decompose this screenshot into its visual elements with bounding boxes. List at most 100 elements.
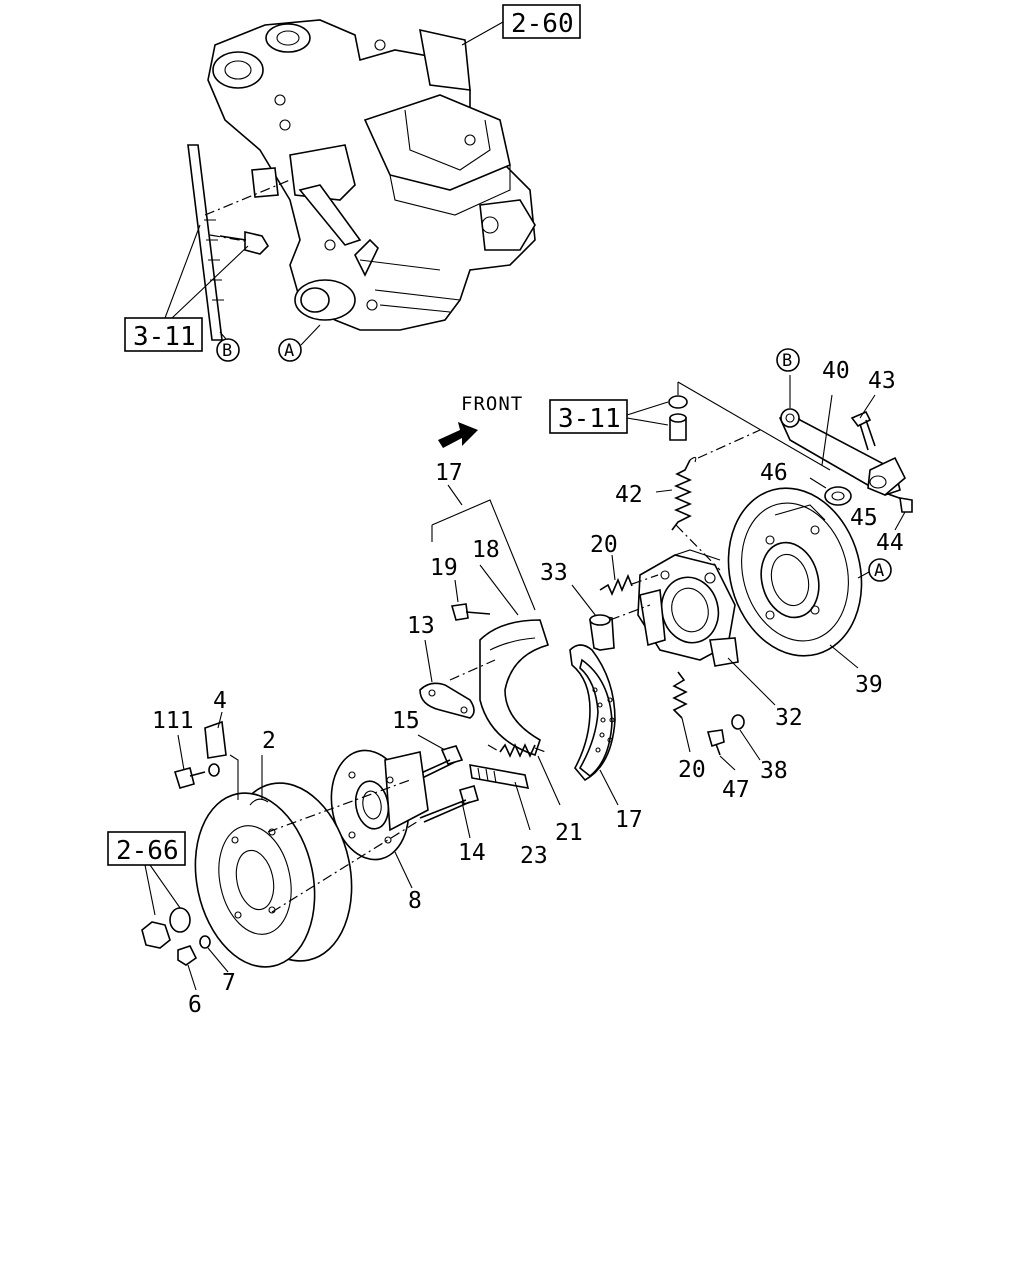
front-label: FRONT <box>461 393 523 415</box>
nut-6 <box>177 945 198 966</box>
circle-a-top: A <box>278 338 302 362</box>
leader-44 <box>894 511 906 531</box>
leader-dashed <box>267 779 421 913</box>
leader-20-bottom <box>681 717 691 753</box>
label-17-top: 17 <box>435 460 463 486</box>
brake-drum-2 <box>194 782 353 968</box>
circle-a-right: A <box>868 558 892 582</box>
leader-32 <box>727 657 776 706</box>
label-17-bottom: 17 <box>615 807 643 833</box>
label-40: 40 <box>822 358 850 384</box>
lever-bolt-43 <box>850 410 876 451</box>
bolt-111 <box>173 763 220 789</box>
washer-38 <box>731 714 745 730</box>
brake-shoe-17 <box>569 644 616 782</box>
leader-20-top <box>611 554 616 581</box>
pin-44 <box>899 497 913 513</box>
label-7: 7 <box>222 970 236 996</box>
label-43: 43 <box>868 368 896 394</box>
label-15: 15 <box>392 708 420 734</box>
cable-line <box>677 381 831 471</box>
wheel-hub-8 <box>330 749 429 861</box>
leader-2-60 <box>461 21 504 46</box>
pin-33 <box>589 604 651 651</box>
svg-text:2-66: 2-66 <box>116 836 179 866</box>
leader-21 <box>537 755 561 806</box>
label-6: 6 <box>188 992 202 1018</box>
backing-plate-39 <box>727 487 863 657</box>
front-arrow-icon <box>438 422 478 448</box>
leader-43 <box>859 394 876 419</box>
label-44: 44 <box>876 530 904 556</box>
label-45: 45 <box>850 505 878 531</box>
leader-39 <box>829 644 859 669</box>
ref-box-2-66[interactable]: 2-66 <box>107 831 186 866</box>
leader-6 <box>187 964 197 991</box>
parking-lever <box>778 408 906 496</box>
ref-box-3-11-mid[interactable]: 3-11 <box>549 399 628 434</box>
leader-13 <box>424 639 433 683</box>
label-32: 32 <box>775 705 803 731</box>
label-8: 8 <box>408 888 422 914</box>
circle-b-top: B <box>216 338 240 362</box>
svg-text:A: A <box>284 341 294 361</box>
label-4: 4 <box>213 688 227 714</box>
svg-text:3-11: 3-11 <box>558 404 621 434</box>
leader-33 <box>571 584 597 617</box>
ref-box-2-60[interactable]: 2-60 <box>502 4 581 39</box>
adjuster-screw-23 <box>469 764 530 790</box>
transmission-housing <box>207 19 536 331</box>
leader-a-top <box>300 324 321 346</box>
leader-46 <box>809 477 827 489</box>
hub-bolt-14 <box>419 785 479 823</box>
leader-3-11-top <box>164 224 249 319</box>
leader-40 <box>821 394 833 466</box>
label-18: 18 <box>472 537 500 563</box>
leader-4 <box>217 711 223 729</box>
svg-text:A: A <box>874 561 884 581</box>
leader-19 <box>454 579 459 603</box>
label-19: 19 <box>430 555 458 581</box>
cable-bolt <box>219 230 270 255</box>
label-2: 2 <box>262 728 276 754</box>
label-47: 47 <box>722 777 750 803</box>
adjuster-spring-21 <box>487 743 549 758</box>
ref-box-3-11-top[interactable]: 3-11 <box>124 317 203 352</box>
label-39: 39 <box>855 672 883 698</box>
label-38: 38 <box>760 758 788 784</box>
brake-shoe-18 <box>479 619 550 757</box>
leader-42 <box>655 489 673 493</box>
leader-47 <box>719 755 736 771</box>
leader-2-66 <box>144 864 186 916</box>
return-spring-42 <box>671 456 697 531</box>
link-13 <box>419 659 496 719</box>
leader-23 <box>514 781 531 831</box>
pin-19 <box>450 603 491 621</box>
label-13: 13 <box>407 613 435 639</box>
svg-text:B: B <box>222 341 232 361</box>
svg-text:3-11: 3-11 <box>133 322 196 352</box>
leader-dashed <box>675 429 761 571</box>
svg-text:2-60: 2-60 <box>511 9 574 39</box>
anchor-plate-32 <box>637 549 739 667</box>
label-20-bottom: 20 <box>678 757 706 783</box>
leader-17-bottom <box>599 769 619 806</box>
leader-15 <box>417 734 446 751</box>
leader-14 <box>461 801 471 839</box>
leader-a-right <box>857 571 870 579</box>
clip-4 <box>204 720 239 800</box>
label-33: 33 <box>540 560 568 586</box>
label-14: 14 <box>458 840 486 866</box>
leader-b-top <box>219 331 227 340</box>
label-42: 42 <box>615 482 643 508</box>
hub-nut-assembly <box>141 907 191 949</box>
spring-20-top <box>599 573 659 596</box>
leader-18 <box>479 564 519 616</box>
svg-text:B: B <box>782 351 792 371</box>
washer-46 <box>824 486 852 506</box>
washer-7 <box>199 935 211 949</box>
leader-8 <box>394 851 413 889</box>
leader-3-11-mid <box>626 401 669 426</box>
bracket-17 <box>431 499 536 611</box>
